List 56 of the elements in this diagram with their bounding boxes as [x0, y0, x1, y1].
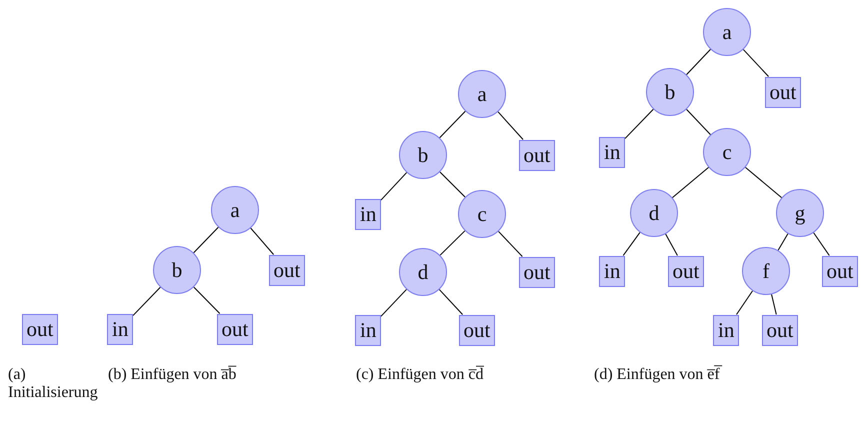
leaf-box: out	[268, 254, 306, 286]
tree-node-circle: b	[153, 246, 201, 294]
tree-edge	[193, 286, 220, 314]
tree-node-circle: a	[458, 70, 506, 118]
tree-edge	[132, 286, 161, 316]
leaf-box: out	[822, 256, 858, 286]
leaf-box: in	[599, 256, 626, 286]
tree-edge	[778, 233, 788, 251]
tree-edge	[771, 294, 777, 315]
tree-node-circle: c	[703, 128, 751, 176]
leaf-box: out	[518, 140, 556, 170]
leaf-box: out	[216, 314, 254, 344]
tree-node-circle: b	[646, 68, 694, 116]
leaf-box: out	[762, 314, 798, 346]
leaf-box: in	[355, 198, 382, 230]
subfigure-caption: (c) Einfügen von c̅d̅	[356, 366, 485, 384]
tree-edge	[665, 234, 678, 256]
tree-edge	[193, 226, 219, 254]
tree-node-circle: a	[703, 8, 751, 56]
subfigure-caption: (a) Initialisierung	[8, 366, 99, 402]
tree-edge	[439, 171, 466, 198]
tree-edge	[813, 232, 830, 256]
leaf-box: in	[355, 314, 382, 346]
leaf-box: out	[518, 256, 556, 288]
leaf-box: out	[458, 314, 496, 346]
tree-edge	[498, 111, 524, 140]
tree-edge	[672, 166, 710, 198]
leaf-box: out	[764, 76, 802, 108]
subfigure-caption: (d) Einfügen von e̅f̅	[594, 366, 824, 384]
leaf-box: in	[599, 136, 626, 168]
tree-node-circle: g	[776, 189, 824, 237]
leaf-box: in	[107, 314, 134, 344]
tree-edge	[380, 172, 408, 201]
leaf-box: out	[22, 314, 58, 344]
tree-edge	[624, 108, 654, 140]
tree-edge	[736, 290, 754, 315]
tree-edge	[498, 230, 523, 257]
leaf-box: in	[713, 314, 740, 346]
tree-edge	[380, 288, 407, 317]
tree-edge	[744, 166, 782, 198]
tree-edge	[250, 228, 274, 255]
tree-edge	[439, 110, 466, 138]
tree-edge	[686, 48, 711, 76]
tree-edge	[686, 108, 711, 136]
tree-node-circle: f	[742, 247, 790, 295]
tree-edge	[438, 289, 464, 315]
tree-edge	[622, 232, 640, 256]
subfigure-caption: (b) Einfügen von a̅b̅	[108, 366, 238, 384]
leaf-box: out	[668, 256, 704, 286]
tree-node-circle: b	[399, 131, 447, 179]
tree-edge	[440, 230, 466, 256]
tree-node-circle: c	[458, 190, 506, 238]
tree-node-circle: d	[399, 248, 447, 296]
tree-node-circle: a	[211, 186, 259, 234]
tree-node-circle: d	[630, 189, 678, 237]
tree-edge	[742, 49, 770, 77]
